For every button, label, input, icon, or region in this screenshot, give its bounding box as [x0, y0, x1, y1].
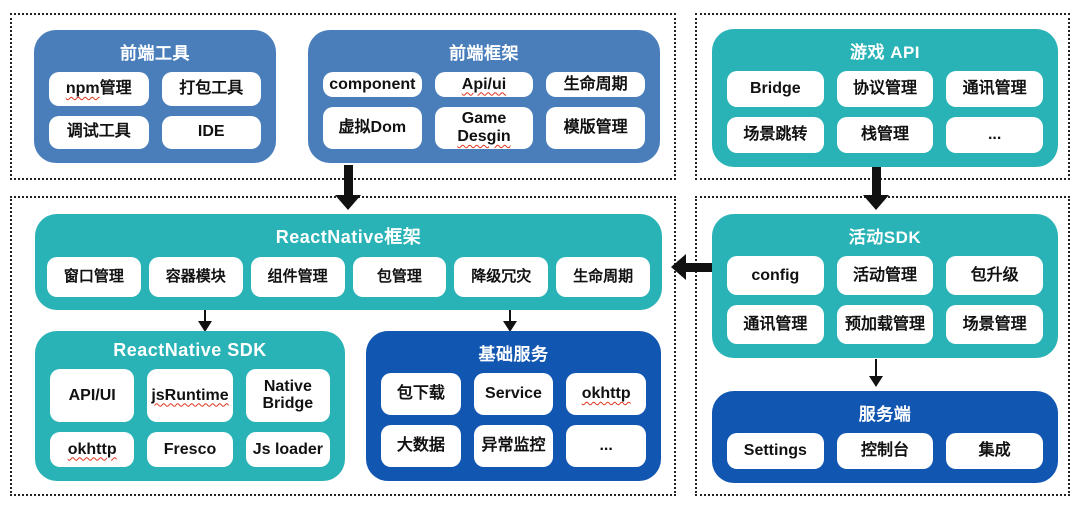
arrow-shaft: [871, 165, 881, 195]
item-ellipsis: ...: [566, 425, 646, 467]
chip-grid: config 活动管理 包升级 通讯管理 预加载管理 场景管理: [712, 255, 1058, 358]
item-package-download: 包下载: [381, 373, 461, 415]
item-integration: 集成: [946, 433, 1043, 469]
item-package-upgrade: 包升级: [946, 256, 1043, 295]
arrow-game-api-to-activity-sdk-icon: [863, 165, 889, 210]
panel-title: ReactNative框架: [275, 227, 422, 247]
chip-grid: 窗口管理 容器模块 组件管理 包管理 降级冗灾 生命周期: [35, 256, 662, 310]
item-packaging-tool: 打包工具: [161, 72, 261, 106]
panel-title: 服务端: [858, 405, 912, 424]
arrow-shaft: [874, 359, 878, 376]
item-communication-management: 通讯管理: [727, 305, 824, 344]
item-communication-management: 通讯管理: [946, 71, 1043, 107]
panel-title: 前端框架: [449, 44, 519, 63]
item-ide: IDE: [161, 115, 261, 149]
item-container-module: 容器模块: [148, 257, 243, 297]
arrow-head: [335, 195, 361, 210]
item-native-bridge: Native Bridge: [245, 369, 330, 422]
item-okhttp: okhttp: [50, 431, 135, 467]
panel-title: 活动SDK: [848, 228, 922, 247]
arrow-head: [503, 321, 517, 332]
arrow-rn-framework-to-base-services-icon: [503, 309, 517, 332]
item-exception-monitoring: 异常监控: [473, 425, 554, 467]
item-debug-tool: 调试工具: [49, 115, 149, 149]
arrow-rn-framework-to-rn-sdk-icon: [198, 309, 212, 332]
item-virtual-dom: 虚拟Dom: [323, 106, 422, 149]
panel-title: 游戏 API: [849, 43, 921, 62]
panel-game-api: 游戏 API Bridge 协议管理 通讯管理 场景跳转 栈管理 ...: [712, 29, 1058, 167]
item-lifecycle: 生命周期: [556, 257, 650, 297]
item-scene-management: 场景管理: [946, 305, 1043, 344]
panel-title: ReactNative SDK: [113, 340, 267, 360]
arrow-activity-sdk-to-server-icon: [869, 359, 883, 387]
chip-grid: npm管理 打包工具 调试工具 IDE: [34, 71, 276, 163]
item-window-management: 窗口管理: [47, 257, 141, 297]
chip-grid: 包下载 Service okhttp 大数据 异常监控 ...: [366, 372, 661, 481]
item-npm-management: npm管理: [49, 72, 149, 106]
item-preload-management: 预加载管理: [836, 305, 934, 344]
item-ellipsis: ...: [946, 117, 1043, 153]
item-downgrade-redundancy: 降级冗灾: [454, 257, 549, 297]
item-config: config: [727, 256, 824, 295]
frontend-layer-container: [10, 13, 676, 180]
item-component: component: [323, 72, 422, 97]
item-service: Service: [473, 373, 554, 415]
arrow-head: [198, 321, 212, 332]
game-api-layer-container: [695, 13, 1070, 180]
arrow-frontend-framework-to-rn-framework-icon: [335, 165, 361, 210]
chip-grid: Settings 控制台 集成: [712, 432, 1058, 483]
chip-grid: component Api/ui 生命周期 虚拟Dom Game Desgin …: [308, 71, 660, 163]
item-protocol-management: 协议管理: [836, 71, 934, 107]
item-js-runtime: jsRuntime: [147, 369, 233, 422]
item-okhttp: okhttp: [566, 373, 646, 415]
panel-frontend-tools: 前端工具 npm管理 打包工具 调试工具 IDE: [34, 30, 276, 163]
item-activity-management: 活动管理: [836, 256, 934, 295]
panel-rn-sdk: ReactNative SDK API/UI jsRuntime Native …: [35, 331, 345, 481]
item-scene-jump: 场景跳转: [727, 117, 824, 153]
item-package-management: 包管理: [352, 257, 447, 297]
arrow-shaft: [508, 309, 512, 321]
arrow-head: [863, 195, 889, 210]
arrow-shaft: [343, 165, 353, 195]
arrow-shaft: [686, 262, 712, 272]
panel-activity-sdk: 活动SDK config 活动管理 包升级 通讯管理 预加载管理 场景管理: [712, 214, 1058, 358]
item-template-management: 模版管理: [546, 106, 645, 149]
item-console: 控制台: [836, 433, 934, 469]
arrow-head: [869, 376, 883, 387]
item-api-ui: Api/ui: [434, 72, 534, 97]
item-component-management: 组件管理: [250, 257, 345, 297]
item-game-design: Game Desgin: [434, 106, 534, 149]
item-big-data: 大数据: [381, 425, 461, 467]
item-bridge: Bridge: [727, 71, 824, 107]
item-lifecycle: 生命周期: [546, 72, 645, 97]
item-api-ui: API/UI: [50, 369, 135, 422]
panel-base-services: 基础服务 包下载 Service okhttp 大数据 异常监控 ...: [366, 331, 661, 481]
chip-grid: Bridge 协议管理 通讯管理 场景跳转 栈管理 ...: [712, 70, 1058, 167]
item-settings: Settings: [727, 433, 824, 469]
panel-frontend-framework: 前端框架 component Api/ui 生命周期 虚拟Dom Game De…: [308, 30, 660, 163]
arrow-activity-sdk-to-rn-framework-icon: [671, 254, 712, 280]
arrow-head: [671, 254, 686, 280]
arrow-shaft: [203, 309, 207, 321]
panel-rn-framework: ReactNative框架 窗口管理 容器模块 组件管理 包管理 降级冗灾 生命…: [35, 214, 662, 310]
item-fresco: Fresco: [147, 431, 233, 467]
panel-server: 服务端 Settings 控制台 集成: [712, 391, 1058, 483]
panel-title: 前端工具: [120, 44, 190, 63]
item-stack-management: 栈管理: [836, 117, 934, 153]
chip-grid: API/UI jsRuntime Native Bridge okhttp Fr…: [35, 368, 345, 481]
panel-title: 基础服务: [478, 345, 549, 364]
item-js-loader: Js loader: [245, 431, 330, 467]
